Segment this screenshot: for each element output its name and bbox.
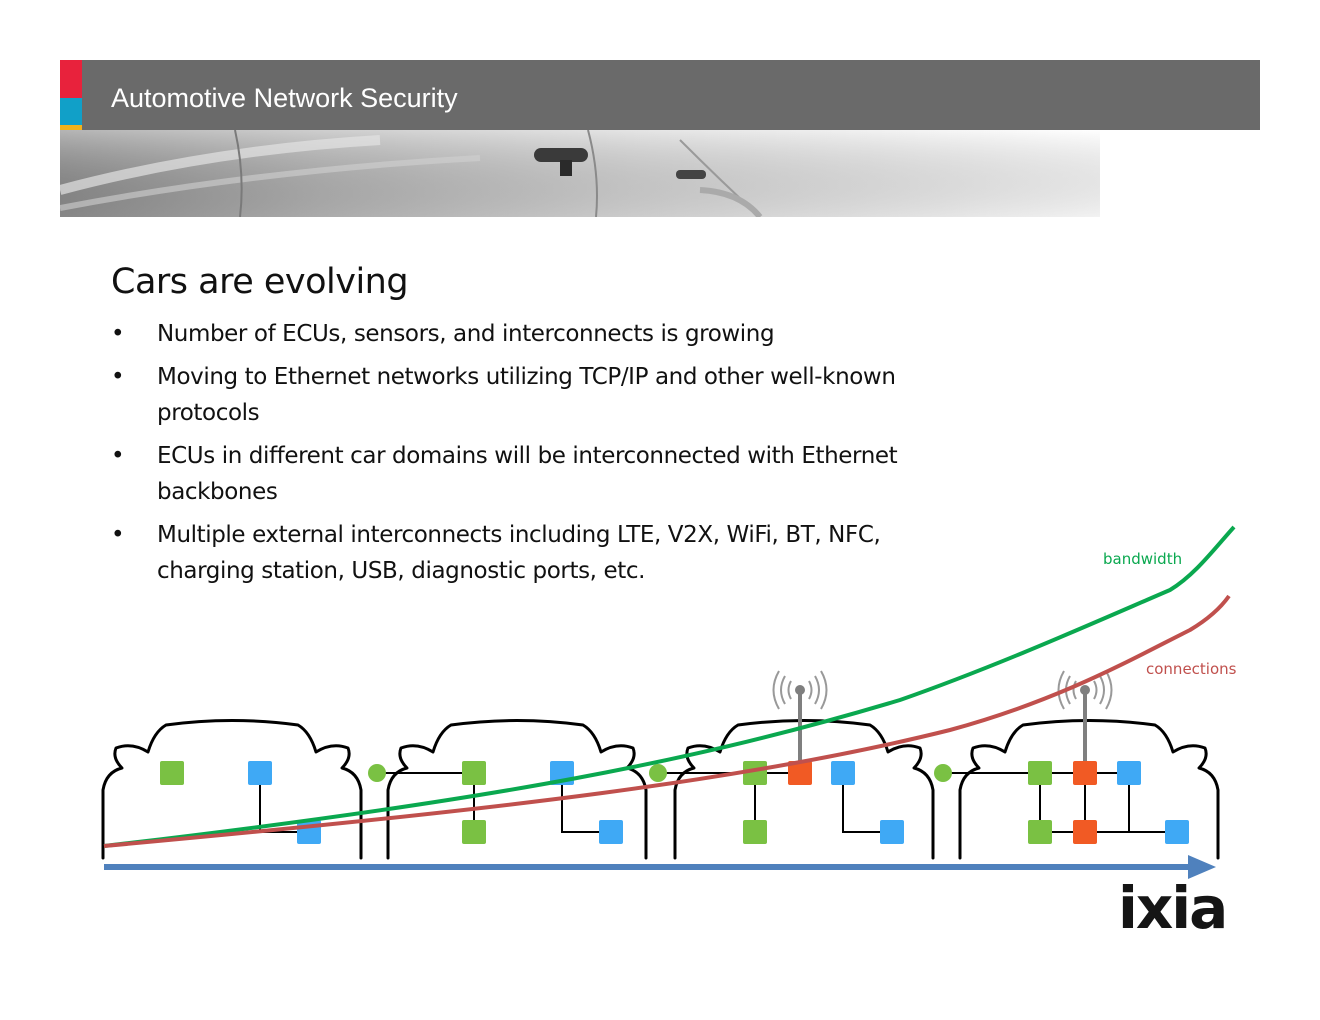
header-title: Automotive Network Security — [111, 83, 458, 113]
bullet-item: • ECUs in different car domains will be i… — [111, 438, 911, 510]
antenna-icon — [772, 670, 828, 765]
connections-label: connections — [1146, 660, 1237, 678]
ecu-blue — [880, 820, 904, 844]
bullet-marker: • — [111, 443, 125, 469]
bullet-item: • Number of ECUs, sensors, and interconne… — [111, 316, 911, 352]
bullet-marker: • — [111, 522, 125, 548]
accent-stripe-red — [60, 60, 82, 98]
backbone-link-node — [934, 764, 952, 782]
ecu-orange — [1073, 820, 1097, 844]
car-outline — [386, 719, 648, 860]
car-outline — [101, 719, 363, 860]
ecu-orange — [1073, 761, 1097, 785]
ecu-blue — [831, 761, 855, 785]
bullet-text: Multiple external interconnects includin… — [157, 522, 881, 584]
backbone-link-node — [368, 764, 386, 782]
car-evolution-diagram: bandwidth connections — [101, 525, 1237, 879]
bullet-text: Moving to Ethernet networks utilizing TC… — [157, 364, 896, 426]
ixia-logo: ixia — [1118, 874, 1228, 942]
bandwidth-label: bandwidth — [1103, 550, 1182, 568]
slide-title: Cars are evolving — [111, 262, 409, 302]
ecu-green — [1028, 820, 1052, 844]
ecu-green — [462, 820, 486, 844]
accent-stripe-teal — [60, 98, 82, 125]
car-outline — [958, 719, 1220, 860]
car-banner-image — [60, 130, 1100, 217]
bullet-text: ECUs in different car domains will be in… — [157, 443, 898, 505]
ecu-blue — [1117, 761, 1141, 785]
bandwidth-curve — [103, 525, 1236, 848]
bullet-item: • Multiple external interconnects includi… — [111, 517, 911, 589]
ecu-blue — [1165, 820, 1189, 844]
ecu-green — [160, 761, 184, 785]
ecu-blue — [248, 761, 272, 785]
car-outline — [673, 719, 935, 860]
ecu-green — [1028, 761, 1052, 785]
bullet-text: Number of ECUs, sensors, and interconnec… — [157, 321, 775, 347]
header-bar — [60, 60, 1260, 130]
connections-curve — [103, 594, 1231, 848]
bullet-list: • Number of ECUs, sensors, and interconne… — [111, 316, 911, 596]
bullet-item: • Moving to Ethernet networks utilizing T… — [111, 359, 911, 431]
ecu-green — [743, 820, 767, 844]
accent-stripe-yellow — [60, 125, 82, 130]
ecu-blue — [599, 820, 623, 844]
antenna-icon — [1057, 670, 1113, 765]
ecu-green — [462, 761, 486, 785]
bullet-marker: • — [111, 321, 125, 347]
ecu-orange — [788, 761, 812, 785]
timeline-arrow — [104, 855, 1216, 879]
backbone-link-node — [649, 764, 667, 782]
bullet-marker: • — [111, 364, 125, 390]
